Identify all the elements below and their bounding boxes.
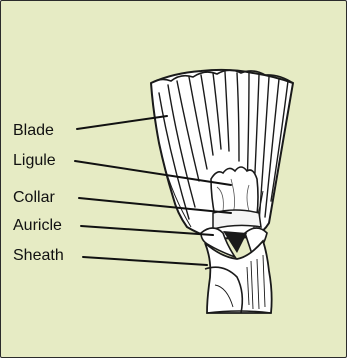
label-blade: Blade: [13, 122, 54, 140]
leaf-sheath: [205, 241, 272, 313]
label-collar: Collar: [13, 189, 55, 207]
sheath-leader-line: [83, 257, 207, 265]
blade-leader-line: [77, 116, 167, 129]
label-ligule: Ligule: [13, 152, 56, 170]
label-sheath: Sheath: [13, 247, 64, 265]
label-auricle: Auricle: [13, 217, 62, 235]
